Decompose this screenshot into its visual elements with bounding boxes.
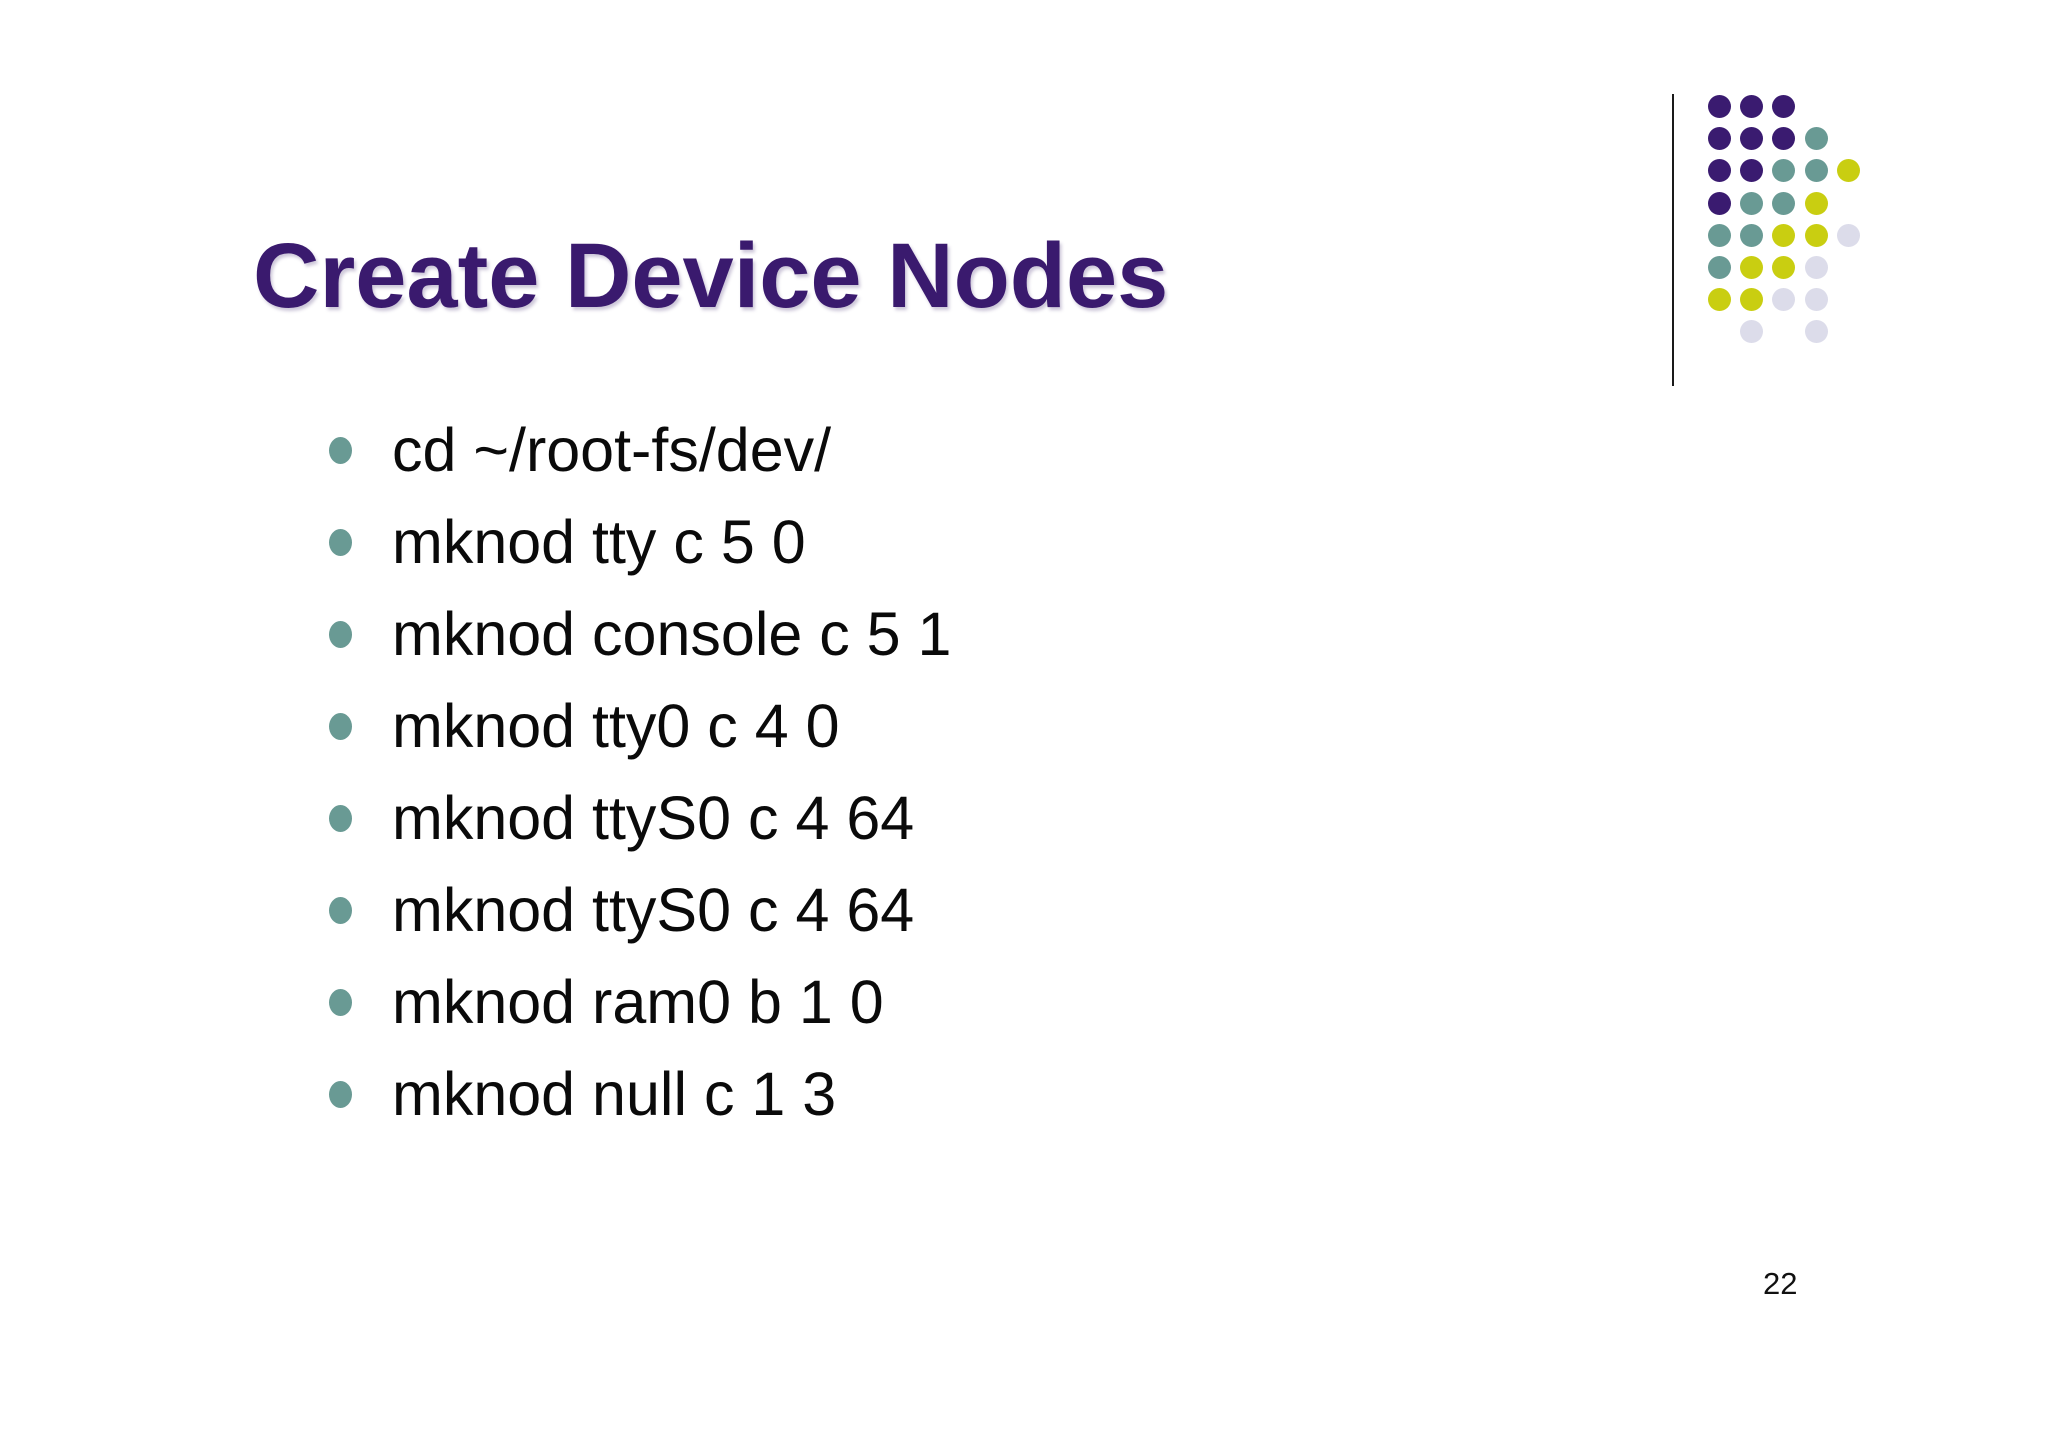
divider-line xyxy=(1672,94,1674,386)
bullet-text: mknod tty c 5 0 xyxy=(392,508,806,576)
list-item: mknod tty c 5 0 xyxy=(329,496,951,588)
dot xyxy=(1740,127,1763,150)
bullet-text: mknod ttyS0 c 4 64 xyxy=(392,784,915,852)
list-item: mknod ttyS0 c 4 64 xyxy=(329,772,951,864)
dot xyxy=(1805,127,1828,150)
dot xyxy=(1772,159,1795,182)
bullet-text: mknod ttyS0 c 4 64 xyxy=(392,876,915,944)
bullet-text: mknod null c 1 3 xyxy=(392,1060,837,1128)
list-item: mknod tty0 c 4 0 xyxy=(329,680,951,772)
list-item: mknod ttyS0 c 4 64 xyxy=(329,864,951,956)
dot xyxy=(1708,256,1731,279)
bullet-icon xyxy=(329,1080,352,1108)
bullet-icon xyxy=(329,896,352,924)
bullet-icon xyxy=(329,804,352,832)
dot xyxy=(1805,159,1828,182)
dot xyxy=(1772,95,1795,118)
dot xyxy=(1740,224,1763,247)
dot xyxy=(1805,320,1828,343)
dot xyxy=(1708,95,1731,118)
dot xyxy=(1740,95,1763,118)
dot xyxy=(1772,192,1795,215)
dot xyxy=(1805,192,1828,215)
dot-matrix-decoration xyxy=(1672,94,1882,394)
dot xyxy=(1837,159,1860,182)
page-number: 22 xyxy=(1763,1266,1798,1301)
bullet-text: mknod console c 5 1 xyxy=(392,600,952,668)
dot xyxy=(1772,127,1795,150)
dot xyxy=(1805,224,1828,247)
dot xyxy=(1805,256,1828,279)
bullet-list: cd ~/root-fs/dev/mknod tty c 5 0 mknod co… xyxy=(329,404,951,1140)
bullet-icon xyxy=(329,712,352,740)
bullet-icon xyxy=(329,436,352,464)
list-item: mknod null c 1 3 xyxy=(329,1048,951,1140)
bullet-text: cd ~/root-fs/dev/ xyxy=(392,416,832,484)
dot xyxy=(1708,192,1731,215)
list-item: mknod ram0 b 1 0 xyxy=(329,956,951,1048)
dot xyxy=(1708,159,1731,182)
dot xyxy=(1740,159,1763,182)
dot xyxy=(1708,127,1731,150)
dot xyxy=(1805,288,1828,311)
slide-title: Create Device Nodes xyxy=(253,225,1169,327)
bullet-icon xyxy=(329,620,352,648)
dot xyxy=(1740,320,1763,343)
bullet-text: mknod tty0 c 4 0 xyxy=(392,692,840,760)
dot xyxy=(1740,192,1763,215)
dot xyxy=(1772,256,1795,279)
dot xyxy=(1708,288,1731,311)
bullet-icon xyxy=(329,988,352,1016)
dot xyxy=(1837,224,1860,247)
list-item: cd ~/root-fs/dev/ xyxy=(329,404,951,496)
dot xyxy=(1772,288,1795,311)
dot xyxy=(1772,224,1795,247)
dot xyxy=(1740,256,1763,279)
bullet-text: mknod ram0 b 1 0 xyxy=(392,968,884,1036)
list-item: mknod console c 5 1 xyxy=(329,588,951,680)
dot xyxy=(1740,288,1763,311)
dot xyxy=(1708,224,1731,247)
bullet-icon xyxy=(329,528,352,556)
